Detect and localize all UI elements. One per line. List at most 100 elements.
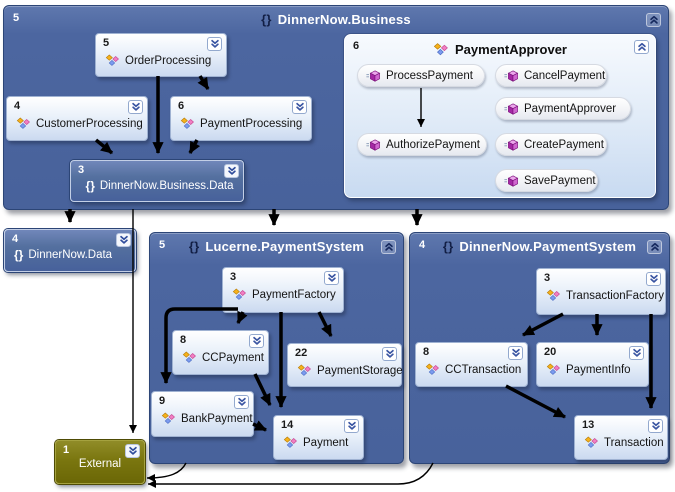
member-count-badge: 3 [78, 164, 85, 176]
member-count-badge: 4 [14, 100, 21, 112]
node-payment[interactable]: 14 Payment [273, 415, 364, 460]
group-title-text: DinnerNow.Business [277, 12, 411, 27]
node-label: External [78, 458, 122, 470]
method-authorize-payment[interactable]: AuthorizePayment [357, 133, 487, 156]
node-transaction-factory[interactable]: 3 TransactionFactory [536, 268, 666, 315]
group-title-text: Lucerne.PaymentSystem [205, 239, 365, 254]
member-count-badge: 9 [159, 395, 166, 407]
class-icon [105, 54, 120, 67]
namespace-icon: {} [85, 179, 95, 193]
expand-chevron-button[interactable] [224, 164, 239, 178]
expand-chevron-button[interactable] [324, 271, 339, 285]
node-external[interactable]: 1 External [55, 440, 145, 484]
node-label: TransactionFactory [566, 289, 664, 302]
member-count-badge: 13 [582, 419, 595, 431]
expand-chevron-button[interactable] [128, 100, 143, 114]
expand-chevron-button[interactable] [648, 419, 663, 433]
class-icon [16, 117, 31, 130]
method-label: PaymentApprover [524, 102, 617, 115]
node-label: OrderProcessing [125, 54, 212, 67]
node-dinnernow-data[interactable]: 4 {} DinnerNow.Data [4, 229, 136, 272]
method-payment-approver[interactable]: PaymentApprover [495, 97, 631, 120]
node-label: CCPayment [202, 351, 264, 364]
member-count-badge: 3 [230, 271, 237, 283]
node-dinnernow-business-data[interactable]: 3 {} DinnerNow.Business.Data [70, 160, 244, 202]
node-label: PaymentProcessing [200, 117, 303, 130]
group-title: {} DinnerNow.PaymentSystem [410, 239, 669, 254]
class-icon [161, 412, 176, 425]
group-count-badge: 5 [159, 239, 166, 251]
method-icon [366, 70, 381, 82]
expand-chevron-button[interactable] [249, 334, 264, 348]
group-title: {}DinnerNow.Business [4, 12, 668, 27]
class-icon [433, 43, 449, 56]
expand-chevron-button[interactable] [116, 233, 131, 247]
method-icon [504, 139, 519, 151]
expand-chevron-button[interactable] [508, 346, 523, 360]
node-transaction[interactable]: 13 Transaction [574, 415, 668, 460]
method-save-payment[interactable]: SavePayment [495, 169, 598, 192]
panel-title-text: PaymentApprover [455, 42, 567, 57]
method-icon [504, 70, 519, 82]
expand-chevron-button[interactable] [125, 444, 140, 458]
namespace-icon: {} [442, 239, 454, 254]
class-icon [182, 351, 197, 364]
panel-title: PaymentApprover [345, 42, 655, 57]
node-payment-storage[interactable]: 22 PaymentStorage [287, 343, 403, 387]
member-count-badge: 22 [295, 347, 308, 359]
method-label: ProcessPayment [386, 69, 473, 82]
class-icon [584, 436, 599, 449]
node-label: Payment [303, 436, 349, 449]
group-count-badge: 5 [13, 12, 20, 24]
expand-chevron-button[interactable] [292, 100, 307, 114]
method-create-payment[interactable]: CreatePayment [495, 133, 607, 156]
member-count-badge: 20 [544, 346, 557, 358]
class-icon [283, 436, 298, 449]
node-label: DinnerNow.Business.Data [99, 180, 234, 192]
node-label: CustomerProcessing [36, 117, 143, 130]
class-icon [297, 364, 312, 377]
expand-chevron-button[interactable] [344, 419, 359, 433]
class-icon [180, 117, 195, 130]
group-count-badge: 4 [419, 239, 426, 251]
node-payment-factory[interactable]: 3 PaymentFactory [222, 267, 344, 313]
group-title: {}Lucerne.PaymentSystem [150, 239, 403, 254]
method-cancel-payment[interactable]: CancelPayment [495, 64, 607, 87]
node-label: PaymentInfo [566, 363, 631, 376]
method-label: SavePayment [524, 174, 596, 187]
method-label: CancelPayment [524, 69, 606, 82]
class-icon [546, 289, 561, 302]
collapse-chevron-button[interactable] [381, 240, 396, 254]
node-label: Transaction [604, 436, 664, 449]
method-icon [504, 175, 519, 187]
expand-chevron-button[interactable] [646, 272, 661, 286]
expand-chevron-button[interactable] [629, 346, 644, 360]
method-label: AuthorizePayment [386, 138, 480, 151]
node-cc-transaction[interactable]: 8 CCTransaction [415, 342, 528, 387]
member-count-badge: 5 [103, 37, 110, 49]
node-label: DinnerNow.Data [28, 249, 113, 261]
expand-chevron-button[interactable] [382, 347, 397, 361]
member-count-badge: 8 [180, 334, 187, 346]
node-order-processing[interactable]: 5 OrderProcessing [95, 33, 227, 77]
collapse-chevron-button[interactable] [646, 13, 661, 27]
node-cc-payment[interactable]: 8 CCPayment [172, 330, 269, 375]
node-payment-processing[interactable]: 6 PaymentProcessing [170, 96, 312, 141]
node-customer-processing[interactable]: 4 CustomerProcessing [6, 96, 148, 141]
expand-chevron-button[interactable] [234, 395, 249, 409]
member-count-badge: 4 [12, 233, 19, 245]
class-icon [232, 288, 247, 301]
expand-chevron-button[interactable] [207, 37, 222, 51]
member-count-badge: 6 [353, 40, 360, 52]
node-bank-payment[interactable]: 9 BankPayment [151, 391, 254, 437]
collapse-chevron-button[interactable] [634, 40, 649, 54]
collapse-chevron-button[interactable] [647, 240, 662, 254]
method-process-payment[interactable]: ProcessPayment [357, 64, 485, 87]
group-title-text: DinnerNow.PaymentSystem [459, 239, 637, 254]
member-count-badge: 14 [281, 419, 294, 431]
method-icon [504, 103, 519, 115]
node-payment-info[interactable]: 20 PaymentInfo [536, 342, 649, 387]
class-icon [546, 363, 561, 376]
member-count-badge: 8 [423, 346, 430, 358]
